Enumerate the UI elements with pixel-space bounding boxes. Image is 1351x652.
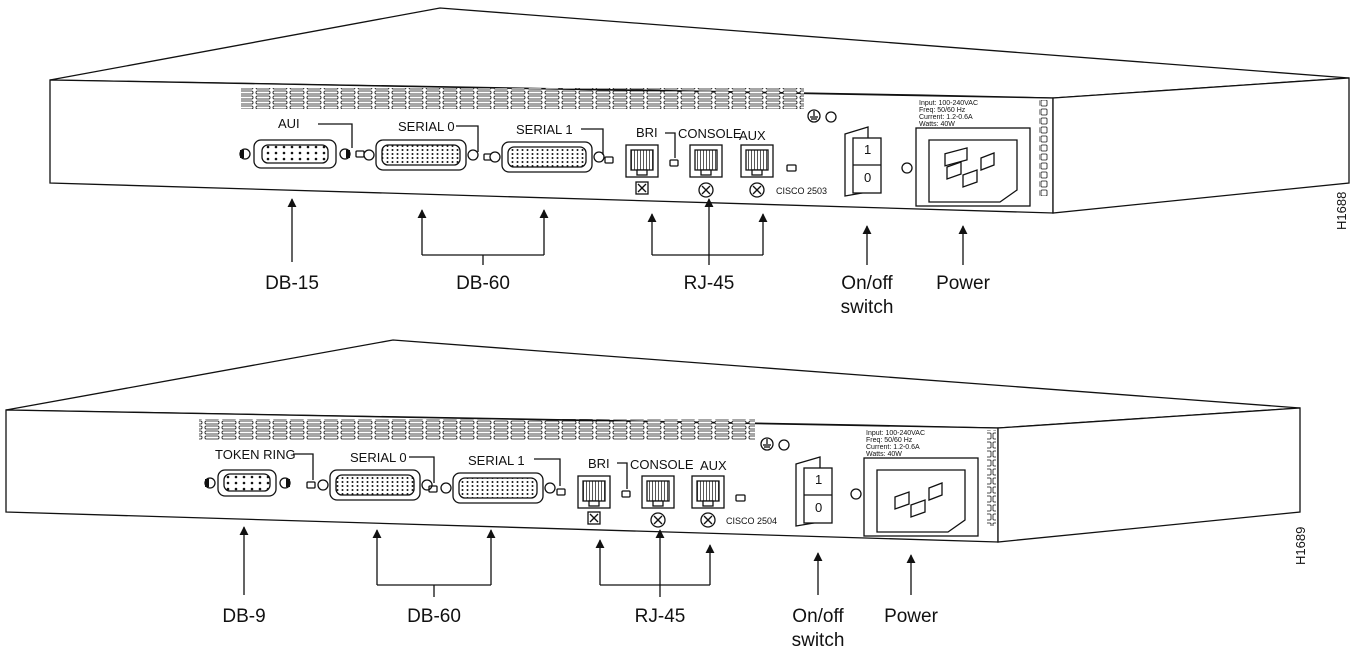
aui-label: AUI (278, 116, 300, 131)
callout-switch-line1: On/off (792, 606, 844, 627)
figure-code: H1689 (1293, 527, 1308, 565)
aux-port[interactable] (740, 144, 774, 198)
callout-db60: DB-60 (407, 606, 461, 627)
model-label: CISCO 2504 (726, 516, 777, 526)
serial0-port[interactable] (317, 469, 433, 501)
serial1-leader (534, 458, 561, 486)
console-label: CONSOLE (630, 457, 694, 472)
bri-port[interactable] (625, 144, 659, 195)
indicator-ring (901, 162, 913, 174)
power-switch[interactable] (795, 456, 833, 527)
switch-on-label: 1 (864, 142, 871, 157)
status-led (735, 494, 746, 502)
status-led (621, 490, 631, 498)
status-led (786, 164, 797, 172)
serial0-label: SERIAL 0 (350, 450, 407, 465)
callout-power: Power (884, 606, 939, 627)
ground-icon (760, 437, 790, 451)
chassis-side (1052, 77, 1350, 214)
serial1-leader (581, 128, 604, 155)
status-led (306, 481, 316, 489)
vent-slots (199, 419, 755, 440)
router-2504: TOKEN RING SERIAL 0 SERIAL 1 BRI CONSOLE… (5, 339, 1308, 651)
chassis-side (997, 407, 1301, 543)
side-vents (987, 430, 996, 526)
callout-switch-line2: switch (841, 297, 894, 318)
vent-slots (241, 88, 804, 109)
console-port[interactable] (641, 475, 675, 528)
switch-off-label: 0 (864, 170, 871, 185)
power-switch[interactable] (844, 126, 882, 197)
power-inlet[interactable] (863, 457, 979, 537)
power-inlet[interactable] (915, 127, 1031, 207)
power-spec-line: Freq: 50/60 Hz (919, 107, 966, 114)
callout-rj45: RJ-45 (684, 273, 735, 294)
console-label: CONSOLE (678, 126, 742, 141)
callout-db15: DB-15 (265, 273, 319, 294)
power-spec-line: Input: 100-240VAC (866, 430, 925, 437)
callout-arrows (239, 526, 916, 597)
serial1-port[interactable] (440, 472, 556, 504)
token-ring-port[interactable] (204, 469, 291, 497)
token-ring-label: TOKEN RING (215, 447, 296, 462)
router-2503: AUI SERIAL 0 SERIAL 1 BRI CONSOLE AUX CI… (49, 7, 1350, 318)
callout-db60: DB-60 (456, 273, 510, 294)
switch-off-label: 0 (815, 500, 822, 515)
model-label: CISCO 2503 (776, 186, 827, 196)
aux-label: AUX (739, 128, 766, 143)
status-led (604, 156, 614, 164)
aux-label: AUX (700, 458, 727, 473)
serial1-port[interactable] (489, 141, 605, 173)
switch-on-label: 1 (815, 472, 822, 487)
serial0-leader (456, 125, 479, 152)
status-led (428, 485, 438, 493)
serial0-port[interactable] (363, 139, 479, 171)
token-ring-leader (293, 453, 314, 480)
serial1-label: SERIAL 1 (516, 122, 573, 137)
power-spec-line: Current: 1.2-0.6A (919, 114, 973, 121)
callout-switch-line1: On/off (841, 273, 893, 294)
serial0-label: SERIAL 0 (398, 119, 455, 134)
callout-switch-line2: switch (792, 630, 845, 651)
console-port[interactable] (689, 144, 723, 198)
status-led (669, 159, 679, 167)
status-led (556, 488, 566, 496)
callout-arrows (287, 198, 968, 265)
aui-leader (318, 123, 353, 148)
power-spec-line: Current: 1.2-0.6A (866, 444, 920, 451)
indicator-ring (850, 488, 862, 500)
bri-label: BRI (636, 125, 658, 140)
callout-db9: DB-9 (222, 606, 265, 627)
power-spec-line: Input: 100-240VAC (919, 100, 978, 107)
aui-port[interactable] (239, 139, 351, 169)
serial1-label: SERIAL 1 (468, 453, 525, 468)
bri-leader (665, 132, 676, 158)
side-vents (1039, 100, 1048, 196)
power-spec-line: Freq: 50/60 Hz (866, 437, 913, 444)
figure-code: H1688 (1334, 192, 1349, 230)
serial0-leader (409, 456, 435, 483)
power-spec-line: Watts: 40W (866, 451, 902, 458)
bri-port[interactable] (577, 475, 611, 525)
callout-rj45: RJ-45 (635, 606, 686, 627)
aux-port[interactable] (691, 475, 725, 528)
power-spec-line: Watts: 40W (919, 121, 955, 128)
bri-leader (617, 462, 628, 489)
bri-label: BRI (588, 456, 610, 471)
ground-icon (807, 109, 837, 123)
callout-power: Power (936, 273, 991, 294)
